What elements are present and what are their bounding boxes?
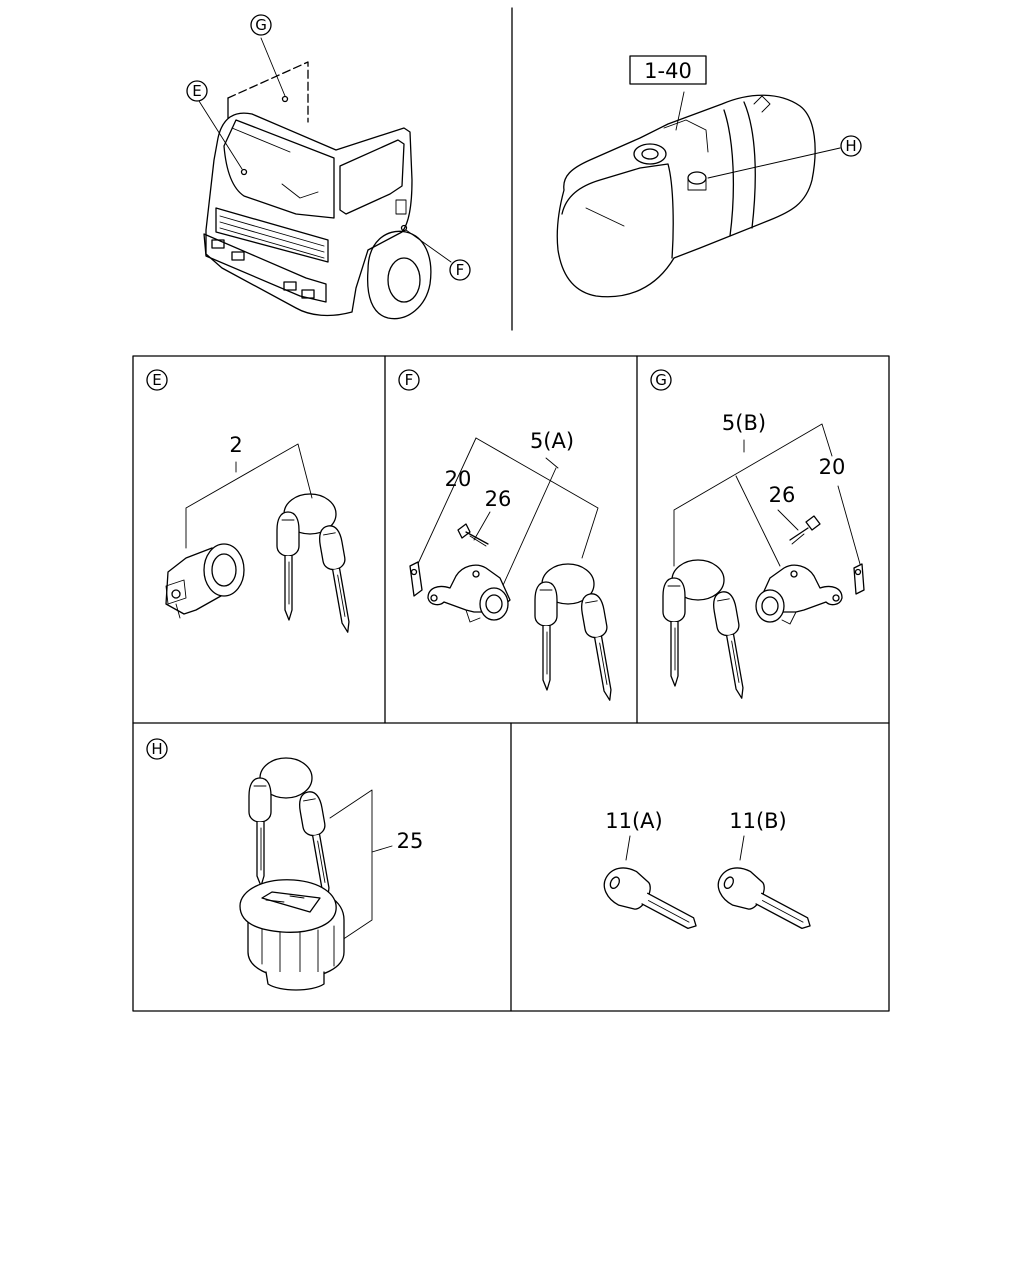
panel-g-part-20: 20 xyxy=(819,455,846,479)
panel-g: G 5(B) 20 26 xyxy=(650,369,865,701)
svg-text:G: G xyxy=(655,371,667,389)
key-11b xyxy=(717,867,811,930)
door-lock-cylinder xyxy=(427,564,511,623)
panel-f-part-5a: 5(A) xyxy=(530,429,574,453)
panel-g-part-26: 26 xyxy=(769,483,796,507)
retaining-clip xyxy=(409,561,423,597)
panel-h: H 25 xyxy=(146,738,424,991)
locking-fuel-cap xyxy=(239,879,345,991)
panel-grid xyxy=(132,355,890,1012)
panel-e: E 2 xyxy=(146,369,359,635)
bolt xyxy=(457,523,489,547)
panel-f-part-26: 26 xyxy=(485,487,512,511)
key-label-11b: 11(B) xyxy=(729,809,787,833)
callout-top-g: G xyxy=(250,14,272,36)
panel-g-part-5b: 5(B) xyxy=(722,411,766,435)
panel-keys: 11(A) 11(B) xyxy=(603,809,811,930)
ignition-lock-cylinder xyxy=(165,543,245,619)
panel-g-tag: G xyxy=(650,369,672,391)
svg-text:E: E xyxy=(192,82,201,100)
panel-h-part-25: 25 xyxy=(397,829,424,853)
svg-text:H: H xyxy=(845,137,856,155)
key-label-11a: 11(A) xyxy=(605,809,662,833)
panel-h-tag: H xyxy=(146,738,168,760)
door-lock-cylinder xyxy=(755,564,843,625)
panel-e-tag: E xyxy=(146,369,168,391)
svg-text:F: F xyxy=(456,261,465,279)
panel-e-part-2: 2 xyxy=(229,433,242,457)
panel-f-tag: F xyxy=(398,369,420,391)
svg-text:E: E xyxy=(152,371,161,389)
panel-g-keys xyxy=(662,559,753,701)
retaining-clip xyxy=(853,563,865,595)
panel-f-keys xyxy=(534,563,621,703)
fuel-tank-illustration xyxy=(556,91,841,298)
callout-top-f: F xyxy=(449,259,471,281)
ref-box-1-40: 1-40 xyxy=(629,55,707,85)
bolt xyxy=(789,515,821,545)
panel-f: F 5(A) 20 26 xyxy=(398,369,621,703)
panel-f-part-20: 20 xyxy=(445,467,472,491)
callout-top-e: E xyxy=(186,80,208,102)
svg-text:F: F xyxy=(405,371,414,389)
svg-text:H: H xyxy=(151,740,162,758)
panel-e-keys xyxy=(276,493,359,635)
svg-text:G: G xyxy=(255,16,267,34)
svg-text:1-40: 1-40 xyxy=(644,59,692,83)
key-11a xyxy=(603,867,697,930)
panel-h-keys xyxy=(248,757,339,901)
truck-cab-illustration xyxy=(198,37,452,320)
callout-top-h: H xyxy=(840,135,862,157)
